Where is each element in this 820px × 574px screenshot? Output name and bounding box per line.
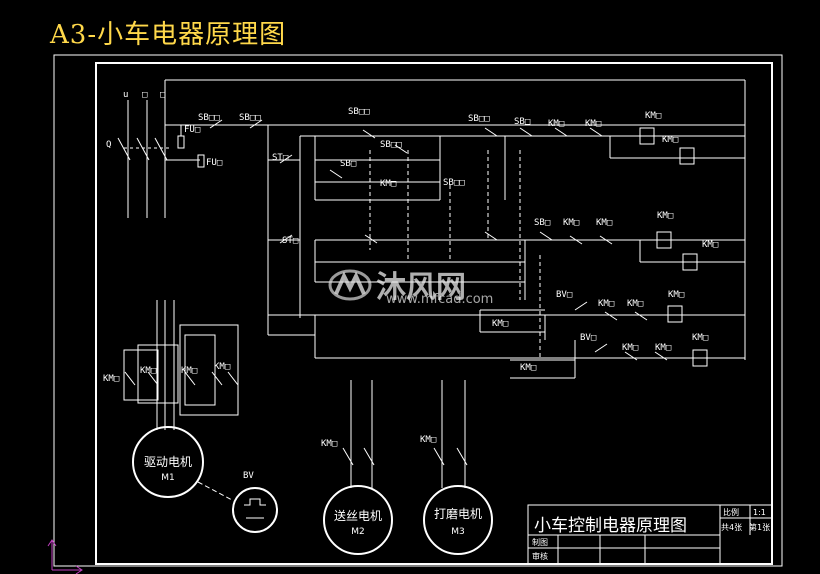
km-g-label: KM□ (627, 299, 644, 309)
phase-label-2: □ (142, 90, 148, 100)
m1-power-circuit (123, 300, 239, 430)
tb-sheet-no: 第1张 (749, 522, 770, 532)
km-e-label: KM□ (596, 218, 613, 228)
coil4-label: KM□ (702, 240, 719, 250)
km-c-label: KM□ (585, 119, 602, 129)
motor-m2-name: 送丝电机 (334, 508, 382, 523)
sb6-label: SB□□ (443, 178, 465, 188)
inner-frame (95, 62, 773, 565)
phase-label-3: □ (160, 90, 166, 100)
supply-lines (117, 79, 746, 360)
kmbox2-label: KM□ (520, 363, 537, 373)
sb9-label: SB□ (534, 218, 551, 228)
tb-checked: 审核 (532, 551, 548, 561)
coil5-label: KM□ (668, 290, 685, 300)
tb-scale-value: 1:1 (753, 508, 766, 517)
st1-label: ST□ (272, 153, 289, 163)
coil1-label: KM□ (645, 111, 662, 121)
bv-device-label: BV (243, 471, 254, 481)
switch-q-label: Q (106, 140, 111, 150)
kmbox1-label: KM□ (492, 319, 509, 329)
m2-contact-label: KM□ (321, 439, 338, 449)
motor-m3-id: M3 (451, 527, 465, 537)
motor-m1-circle (132, 426, 204, 498)
control-rungs (209, 119, 745, 379)
motor-m3-name: 打磨电机 (434, 507, 482, 521)
bv-sensor-circle (232, 487, 278, 533)
title-block-title: 小车控制电器原理图 (534, 516, 687, 536)
km-power-3-label: KM□ (181, 366, 198, 376)
st2-label: ST□ (282, 236, 299, 246)
km-h-label: KM□ (622, 343, 639, 353)
km-power-4-label: KM□ (214, 362, 231, 372)
page-title: A3-小车电器原理图 (50, 20, 287, 50)
motor-m2-id: M2 (351, 527, 365, 537)
title-block (527, 504, 773, 565)
sb3-label: SB□□ (348, 107, 370, 117)
sb7-label: SB□□ (468, 114, 490, 124)
outer-frame (53, 54, 783, 567)
km-power-2-label: KM□ (140, 366, 157, 376)
motor-m2-circle (323, 485, 393, 555)
km-i-label: KM□ (655, 343, 672, 353)
coil2-label: KM□ (662, 135, 679, 145)
motor-m1-id: M1 (161, 473, 175, 483)
km-d-label: KM□ (563, 218, 580, 228)
sb4-label: SB□ (340, 159, 357, 169)
m3-contact-label: KM□ (420, 435, 437, 445)
km-power-1-label: KM□ (103, 374, 120, 384)
sb1-label: SB□□ (198, 113, 220, 123)
bv1-label: BV□ (556, 290, 573, 300)
fuse2-label: FU□ (206, 158, 223, 168)
ucs-icon (47, 539, 83, 574)
km-b-label: KM□ (548, 119, 565, 129)
coil3-label: KM□ (657, 211, 674, 221)
coil6-label: KM□ (692, 333, 709, 343)
sb2-label: SB□□ (239, 113, 261, 123)
km-f-label: KM□ (598, 299, 615, 309)
motor-m3-circle (423, 485, 493, 555)
km-a-label: KM□ (380, 179, 397, 189)
bv2-label: BV□ (580, 333, 597, 343)
m2-m3-power-lines (342, 380, 468, 488)
tb-sheets-total: 共4张 (721, 523, 742, 532)
phase-label-1: u (123, 90, 128, 100)
motor-m1-name: 驱动电机 (144, 455, 192, 469)
tb-drawn: 制图 (532, 537, 548, 547)
sb8-label: SB□ (514, 117, 531, 127)
sb5-label: SB□□ (380, 140, 402, 150)
tb-scale-label: 比例 (723, 507, 739, 517)
fuse1-label: FU□ (184, 125, 201, 135)
